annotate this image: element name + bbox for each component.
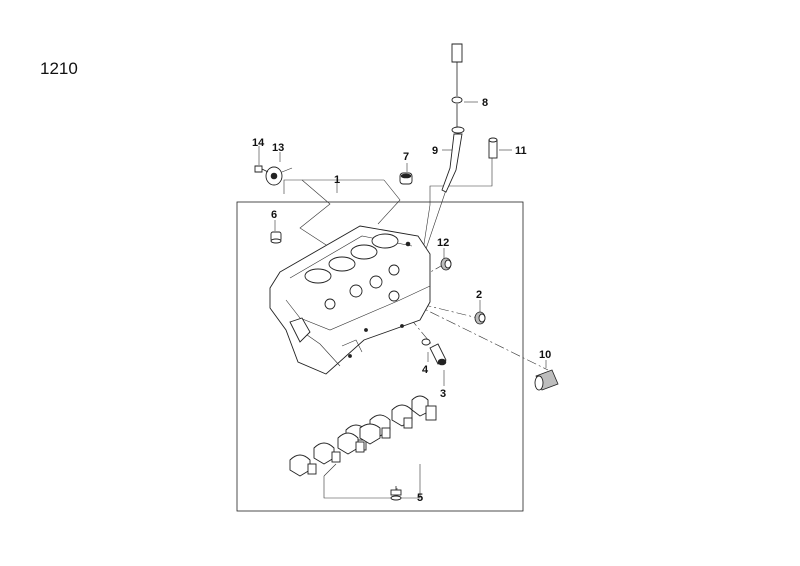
part-14-bolt [254,165,269,173]
part-12-plug [440,257,452,271]
bearing-caps-lower [289,423,381,477]
callout-11: 11 [515,145,527,157]
assembly-frame [236,201,524,512]
callout-5: 5 [417,492,423,504]
callout-1: 1 [334,174,340,186]
callout-3: 3 [440,388,446,400]
callout-7: 7 [403,151,409,163]
callout-2: 2 [476,289,482,301]
callout-9: 9 [432,145,438,157]
page-number: 1210 [40,59,78,78]
callout-8: 8 [482,97,488,109]
cylinder-block [269,225,431,375]
callout-6: 6 [271,209,277,221]
part-10-sleeve [534,369,559,391]
callout-13: 13 [272,142,284,154]
callout-labels: 1 2 3 4 5 6 7 8 9 10 11 12 13 14 [252,97,551,504]
part-8-dipstick [451,43,463,128]
callout-14: 14 [252,137,265,149]
callout-12: 12 [437,237,449,249]
part-9-guide-tube [441,126,465,193]
callout-4: 4 [422,364,429,376]
part-5-bolt [390,486,402,501]
part-3-sensor [429,343,447,366]
part-4-washer [421,338,431,346]
part-6-pin [270,231,282,244]
part-2-plug [474,311,486,325]
part-7-dowel [399,172,413,185]
part-13-sensor [265,166,293,186]
callout-10: 10 [539,349,551,361]
part-11-tube [488,137,498,159]
